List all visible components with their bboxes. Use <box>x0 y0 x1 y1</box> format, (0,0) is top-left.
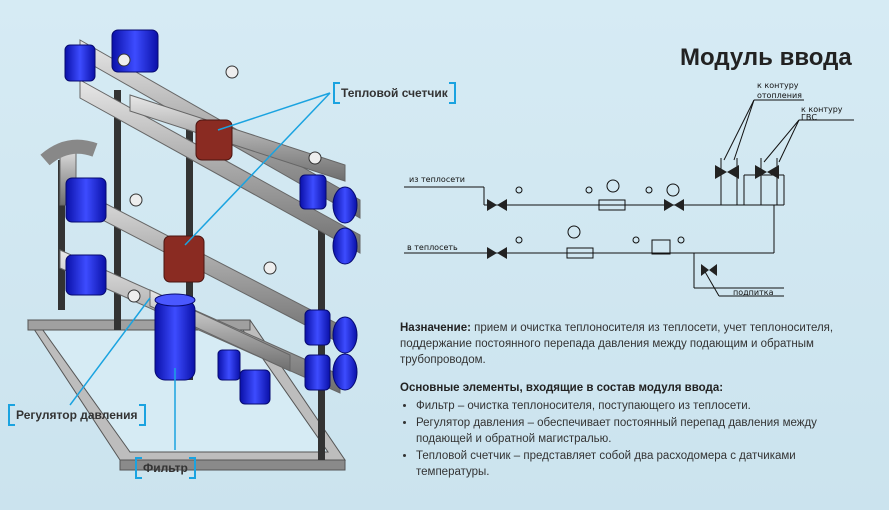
list-item: Фильтр – очистка теплоносителя, поступаю… <box>416 398 850 414</box>
callout-lines <box>69 92 331 450</box>
purpose-text: прием и очистка теплоносителя из теплосе… <box>400 322 834 366</box>
callout-pressure-regulator-label: Регулятор давления <box>16 408 138 422</box>
meter-assemblies <box>163 119 233 283</box>
purpose-label: Назначение: <box>400 322 471 334</box>
module-illustration <box>27 29 361 471</box>
label-heating-1: к контуру <box>757 81 799 90</box>
label-hws-2: ГВС <box>801 113 817 122</box>
schematic-diagram: из теплосети в теплосеть к контуру отопл… <box>404 81 854 297</box>
filter-body <box>154 293 196 381</box>
page-title: Модуль ввода <box>680 44 852 71</box>
label-makeup: подпитка <box>733 288 774 297</box>
list-item: Регулятор давления – обеспечивает постоя… <box>416 415 850 447</box>
callout-filter-label: Фильтр <box>143 461 188 475</box>
callout-heat-meter: Тепловой счетчик <box>333 82 456 104</box>
elements-heading: Основные элементы, входящие в состав мод… <box>400 382 724 394</box>
purpose-paragraph: Назначение: прием и очистка теплоносител… <box>400 320 850 368</box>
callout-pressure-regulator: Регулятор давления <box>8 404 146 426</box>
elements-list: Фильтр – очистка теплоносителя, поступаю… <box>400 398 850 480</box>
label-from-network: из теплосети <box>409 175 465 184</box>
label-heating-2: отопления <box>757 91 802 100</box>
callout-filter: Фильтр <box>135 457 196 479</box>
label-hws-1: к контуру <box>801 105 843 114</box>
label-to-network: в теплосеть <box>407 243 458 252</box>
callout-heat-meter-label: Тепловой счетчик <box>341 86 448 100</box>
description-block: Назначение: прием и очистка теплоносител… <box>400 320 850 481</box>
gauges <box>117 53 322 303</box>
blue-flanges <box>64 29 358 405</box>
list-item: Тепловой счетчик – представляет собой дв… <box>416 448 850 480</box>
